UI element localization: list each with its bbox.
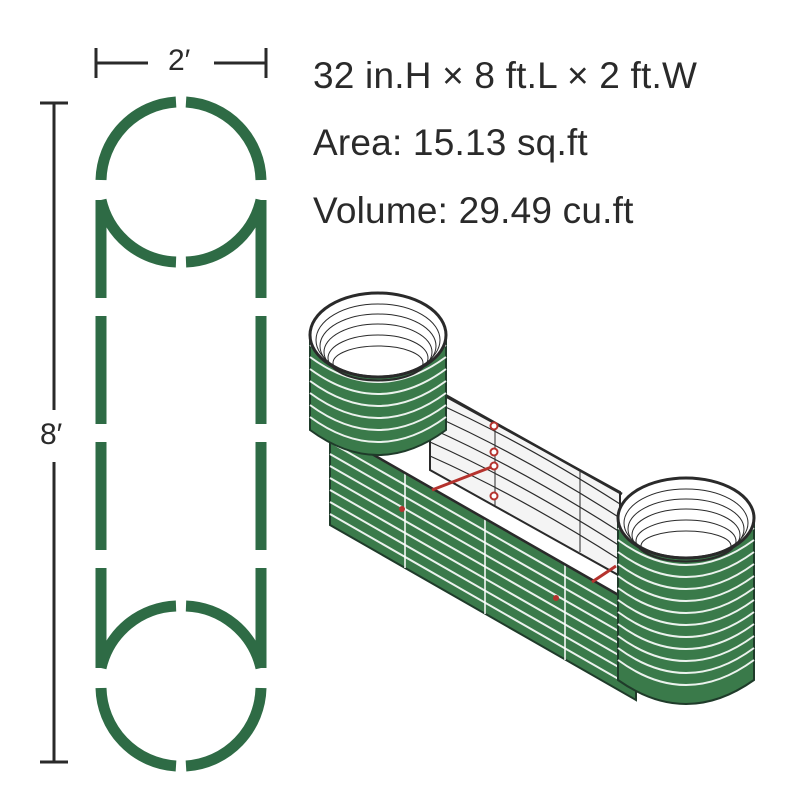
width-label: 2′	[168, 44, 191, 77]
length-dimension-line	[40, 101, 68, 764]
support-braces	[431, 421, 617, 584]
bed-outline	[95, 96, 267, 772]
volume-text: Volume: 29.49 cu.ft	[313, 190, 634, 231]
dimensions-text: 32 in.H × 8 ft.L × 2 ft.W	[313, 55, 698, 96]
length-label: 8′	[40, 418, 63, 451]
left-end-cylinder	[308, 291, 448, 456]
width-dimension-line	[94, 48, 268, 78]
right-end-cylinder	[616, 476, 756, 705]
front-wall	[329, 428, 637, 702]
back-wall-interior	[329, 386, 637, 607]
area-text: Area: 15.13 sq.ft	[313, 122, 588, 163]
